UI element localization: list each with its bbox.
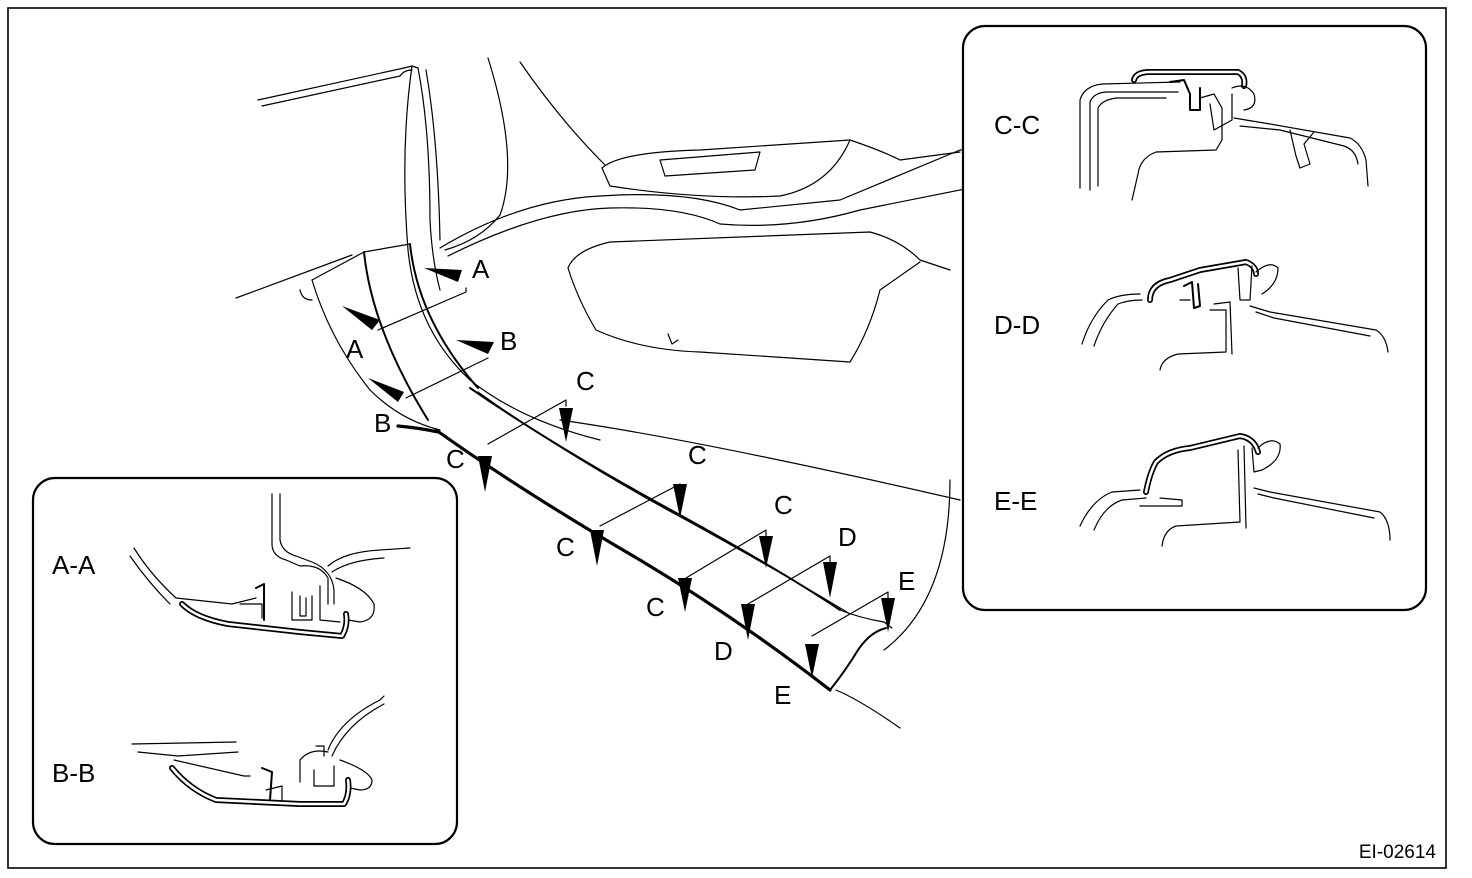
- marker-c3-top: C: [774, 490, 793, 520]
- section-label-d-d: D-D: [994, 310, 1040, 340]
- inset-right: C-C D-D E-E: [961, 24, 1428, 612]
- marker-c1-bottom: C: [446, 444, 465, 474]
- marker-a-bottom: A: [346, 334, 364, 364]
- section-label-c-c: C-C: [994, 110, 1040, 140]
- section-c-c-drawing: [1079, 69, 1369, 201]
- section-d-d-drawing: [1081, 259, 1389, 371]
- marker-c3-bottom: C: [646, 592, 665, 622]
- figure-id: EI-02614: [1359, 842, 1437, 863]
- marker-d-bottom: D: [714, 636, 733, 666]
- section-b-b-drawing: [131, 695, 385, 807]
- marker-e-top: E: [898, 566, 915, 596]
- section-e-e-drawing: [1079, 433, 1391, 547]
- marker-c2-top: C: [688, 440, 707, 470]
- marker-a-top: A: [472, 254, 490, 284]
- marker-b-bottom: B: [374, 408, 391, 438]
- section-a-a-drawing: [129, 493, 411, 639]
- section-label-e-e: E-E: [994, 486, 1037, 516]
- inset-left: A-A B-B: [31, 476, 459, 846]
- section-label-a-a: A-A: [52, 550, 96, 580]
- marker-c2-bottom: C: [556, 532, 575, 562]
- marker-b-top: B: [500, 326, 517, 356]
- marker-e-bottom: E: [774, 680, 791, 710]
- main-view: A A B B C C C C C C D D E E: [235, 57, 1081, 729]
- section-label-b-b: B-B: [52, 758, 95, 788]
- marker-d-top: D: [838, 522, 857, 552]
- marker-c1-top: C: [576, 366, 595, 396]
